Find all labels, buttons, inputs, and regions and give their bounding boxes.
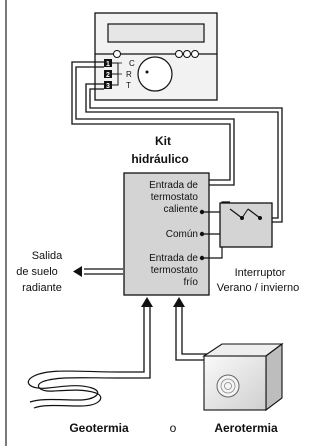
terminal-block-3 — [104, 81, 112, 89]
switch-contact-2 — [258, 216, 262, 220]
floor-output-line-2: de suelo — [16, 266, 58, 278]
kit-title: Kit — [155, 134, 171, 148]
or-label: o — [170, 421, 177, 435]
cold-input-line-3: frío — [184, 277, 199, 288]
terminal-letter-c: C — [129, 59, 135, 68]
aerothermal-unit — [202, 342, 284, 412]
thermostat-button-3 — [191, 50, 199, 58]
kit-box — [123, 172, 210, 296]
geothermal-label: Geotermia — [69, 421, 129, 435]
cable-switch — [85, 83, 279, 219]
terminal-block-1 — [104, 59, 112, 67]
thermostat-button-1 — [175, 50, 183, 58]
hot-input-line-2: termostato — [151, 192, 199, 203]
hot-input-line-1: Entrada de — [149, 180, 198, 191]
cable-common — [71, 61, 231, 181]
kit-subtitle: hidráulico — [131, 152, 188, 166]
fan-grille-icon — [216, 374, 240, 398]
cable-common-inner — [75, 66, 235, 186]
switch-link — [241, 208, 249, 219]
floor-output-line-1: Salida — [32, 250, 63, 262]
switch-lever-2 — [247, 208, 261, 219]
common-label: Común — [166, 229, 198, 240]
switch-label-line-2: Verano / invierno — [217, 282, 300, 294]
floor-output-line-3: radiante — [22, 282, 62, 294]
thermostat-button-2 — [183, 50, 191, 58]
floor-output-arrow — [73, 266, 123, 277]
hydraulic-kit: Entrada de termostato caliente Común Ent… — [123, 172, 210, 296]
thermostat-dial — [137, 56, 173, 92]
thermostat-cables — [71, 61, 283, 223]
terminal-number-2: 2 — [106, 72, 110, 79]
terminal-bridge-wire — [112, 62, 119, 86]
aerothermal-label: Aerotermia — [214, 421, 278, 435]
terminal-number-1: 1 — [106, 61, 110, 68]
hot-input-line-3: caliente — [164, 204, 199, 215]
thermostat-button-left — [113, 50, 121, 58]
thermostat-dial-dot — [145, 70, 149, 74]
source-pipes — [118, 306, 214, 379]
aerothermal-pipe — [175, 306, 214, 361]
aerothermal-arrow — [173, 297, 185, 307]
terminal-block-2 — [104, 70, 112, 78]
cable-switch-inner — [89, 88, 283, 223]
terminal-letter-leads — [118, 62, 122, 75]
switch-label-line-1: Interruptor — [235, 267, 286, 279]
terminal-number-3: 3 — [106, 83, 110, 90]
cold-input-line-1: Entrada de — [149, 253, 198, 264]
switch-box — [219, 202, 273, 248]
summer-winter-switch — [219, 202, 273, 248]
cold-input-line-2: termostato — [151, 265, 199, 276]
thermostat: 1 2 3 C R T — [94, 12, 218, 101]
unit-side — [265, 342, 283, 412]
geothermal-coil — [27, 370, 119, 409]
terminal-letter-r: R — [126, 70, 132, 79]
geothermal-pipe — [118, 306, 151, 379]
geothermal-arrow — [141, 297, 153, 307]
switch-lever-1 — [229, 208, 243, 219]
terminal-letter-t: T — [126, 81, 131, 90]
thermostat-display — [107, 23, 205, 43]
